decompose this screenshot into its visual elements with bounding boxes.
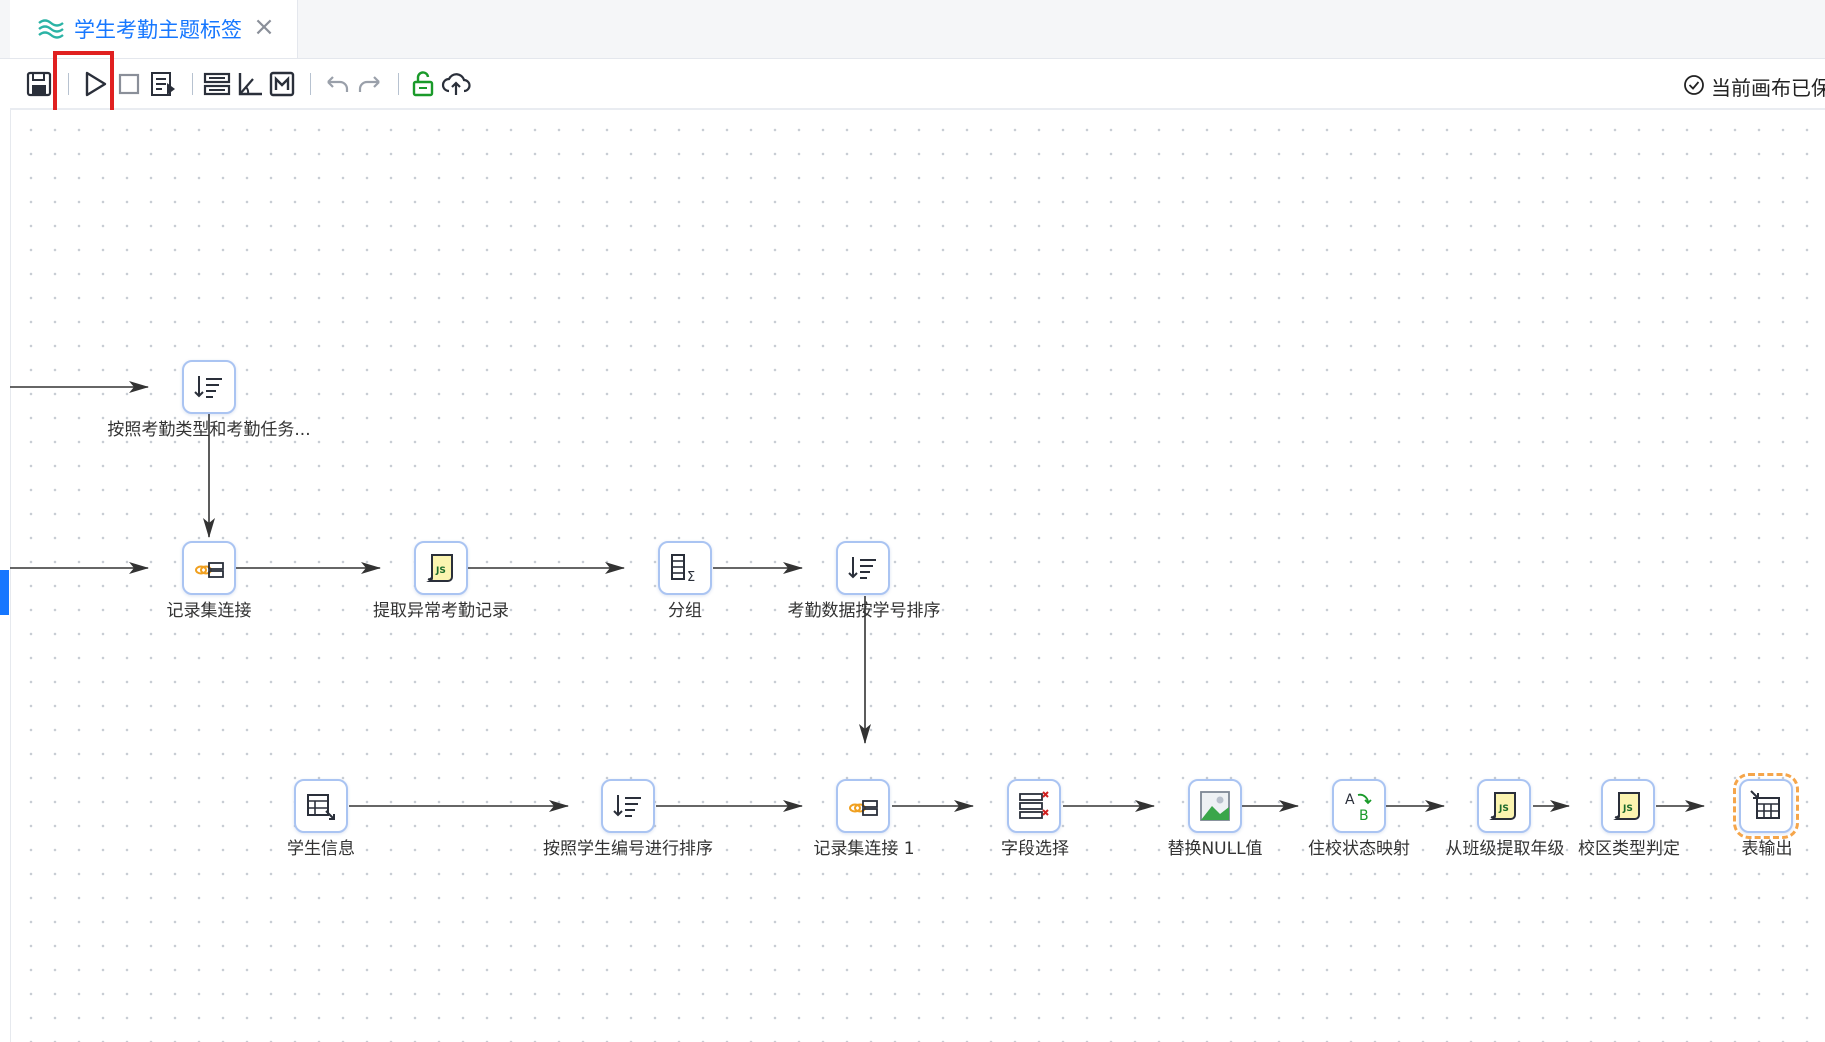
layout-button[interactable]	[202, 69, 232, 99]
field-select-icon	[1019, 791, 1049, 819]
javascript-icon: JS	[1613, 792, 1640, 820]
node-label: 住校状态映射	[1308, 839, 1410, 859]
node-label: 表输出	[1741, 839, 1793, 859]
tab-bar: 学生考勤主题标签 ×	[0, 0, 1825, 59]
node-label: 按照学生编号进行排序	[543, 839, 713, 859]
svg-text:JS: JS	[1498, 804, 1509, 814]
table-output-icon	[1750, 790, 1780, 819]
node-label: 替换NULL值	[1167, 839, 1263, 859]
flow-canvas[interactable]	[10, 110, 1825, 1042]
sort-icon	[613, 795, 641, 817]
javascript-icon: JS	[426, 554, 453, 582]
svg-text:Σ: Σ	[687, 570, 695, 585]
sort-icon	[194, 376, 222, 398]
node-residence-mapping[interactable]: A B	[1332, 779, 1386, 833]
svg-text:JS: JS	[1622, 804, 1633, 814]
save-button[interactable]	[24, 69, 54, 99]
node-campus-type[interactable]: JS	[1601, 779, 1655, 833]
node-student-info[interactable]	[294, 779, 348, 833]
upload-button[interactable]	[441, 69, 471, 99]
node-label: 提取异常考勤记录	[373, 601, 509, 621]
node-group[interactable]: Σ	[658, 541, 712, 595]
left-panel-toggle[interactable]	[0, 570, 9, 615]
axis-icon	[238, 73, 262, 96]
node-label: 分组	[668, 601, 702, 621]
unlock-icon	[412, 71, 434, 97]
undo-icon	[327, 76, 349, 92]
node-label: 记录集连接 1	[813, 839, 915, 859]
cloud-upload-icon	[441, 73, 471, 95]
play-icon	[85, 71, 107, 97]
layers-icon	[36, 15, 66, 41]
svg-text:A: A	[1345, 792, 1355, 808]
node-field-select[interactable]	[1007, 779, 1061, 833]
toolbar-divider	[398, 73, 399, 95]
node-sort-student-id[interactable]	[836, 541, 890, 595]
node-label: 记录集连接	[166, 601, 252, 621]
stop-button[interactable]	[114, 69, 144, 99]
node-sort-student-number[interactable]	[601, 779, 655, 833]
node-table-output[interactable]	[1733, 773, 1799, 839]
node-sort-attendance-type[interactable]	[182, 360, 236, 414]
javascript-icon: JS	[1489, 792, 1516, 820]
tab-title: 学生考勤主题标签	[74, 18, 242, 42]
redo-button[interactable]	[355, 69, 385, 99]
node-extract-grade[interactable]: JS	[1477, 779, 1531, 833]
node-label: 从班级提取年级	[1445, 839, 1565, 859]
undo-button[interactable]	[322, 69, 352, 99]
stop-icon	[118, 73, 140, 95]
node-label: 字段选择	[1001, 839, 1069, 859]
node-label: 考勤数据按学号排序	[787, 601, 941, 621]
value-mapping-icon: A B	[1345, 792, 1372, 823]
svg-text:JS: JS	[435, 566, 446, 576]
image-icon	[1200, 791, 1230, 821]
preview-button[interactable]	[148, 69, 178, 99]
node-record-join-1[interactable]	[836, 779, 890, 833]
align-button[interactable]	[235, 69, 265, 99]
unlock-button[interactable]	[408, 69, 438, 99]
formula-button[interactable]	[267, 69, 297, 99]
save-icon	[26, 71, 52, 97]
group-sum-icon: Σ	[671, 554, 695, 585]
toolbar-divider	[192, 73, 193, 95]
node-label: 校区类型判定	[1578, 839, 1680, 859]
toolbar	[10, 59, 1825, 110]
join-icon	[195, 562, 224, 578]
tab-student-attendance[interactable]: 学生考勤主题标签 ×	[10, 0, 298, 58]
svg-text:B: B	[1359, 808, 1369, 823]
node-label: 学生信息	[287, 839, 355, 859]
m-box-icon	[269, 71, 295, 97]
node-label: 按照考勤类型和考勤任务...	[107, 420, 311, 440]
preview-icon	[151, 72, 175, 96]
run-button[interactable]	[80, 69, 110, 99]
rows-icon	[203, 72, 231, 96]
table-input-icon	[307, 794, 335, 820]
node-extract-abnormal[interactable]: JS	[414, 541, 468, 595]
redo-icon	[358, 76, 380, 92]
toolbar-divider	[310, 73, 311, 95]
check-circle-icon	[1684, 75, 1704, 95]
node-record-join[interactable]	[182, 541, 236, 595]
join-icon	[849, 800, 878, 816]
toolbar-divider	[68, 73, 69, 95]
tab-close-button[interactable]: ×	[253, 12, 275, 42]
save-status-text: 当前画布已保	[1711, 76, 1825, 100]
node-replace-null[interactable]	[1188, 779, 1242, 833]
sort-icon	[848, 557, 876, 579]
